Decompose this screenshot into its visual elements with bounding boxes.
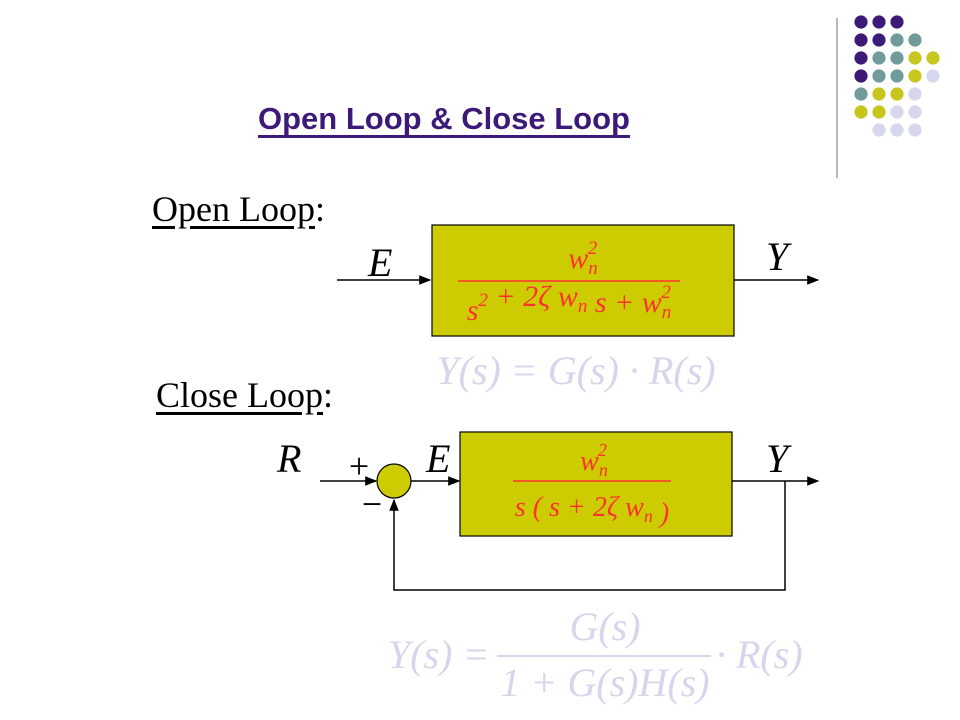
close-loop-eq-numerator: G(s) <box>569 604 640 649</box>
close-loop-eq-rhs: · R(s) <box>716 632 803 677</box>
decorative-dot <box>872 105 886 119</box>
close-loop-tf-num-base: w <box>580 446 599 477</box>
close-loop-tf-num-sup: 2 <box>598 440 607 460</box>
close-loop-equation: Y(s) = G(s) 1 + G(s)H(s) · R(s) <box>388 604 803 705</box>
feedback-path <box>389 481 786 591</box>
decorative-dot <box>854 87 868 101</box>
close-loop-tf-den-term: s ( s + 2ζ <box>515 492 625 523</box>
close-loop-label-colon: : <box>323 375 334 415</box>
decorative-dot <box>872 33 886 47</box>
decorative-dot <box>908 87 922 101</box>
close-loop-label: Close Loop: <box>156 374 333 416</box>
open-loop-tf-den-subscript: n <box>662 302 672 323</box>
open-loop-tf-num-sup: 2 <box>588 238 598 259</box>
decorative-dot <box>854 69 868 83</box>
decorative-dot <box>854 33 868 47</box>
close-loop-reference-label: R <box>276 436 301 481</box>
open-loop-label-colon: : <box>314 189 325 229</box>
decorative-dot <box>872 87 886 101</box>
close-loop-eq-denominator: 1 + G(s)H(s) <box>500 660 709 705</box>
close-loop-tf-num-sub: n <box>599 460 608 480</box>
decorative-dot <box>854 105 868 119</box>
open-loop-label-text: Open Loop <box>152 189 315 229</box>
open-loop-label: Open Loop: <box>152 188 325 230</box>
decorative-dot <box>908 69 922 83</box>
open-loop-tf-num-base: w <box>568 242 588 275</box>
close-loop-output-label: Y <box>766 436 792 481</box>
open-loop-tf-den-term: w <box>558 280 578 313</box>
open-loop-tf-den-term: s + <box>587 286 641 319</box>
decorative-dot <box>890 69 904 83</box>
open-loop-output-label: Y <box>766 234 792 279</box>
decorative-dot <box>908 33 922 47</box>
close-loop-eq-lhs: Y(s) = <box>388 632 489 677</box>
decorative-dot <box>890 33 904 47</box>
decorative-dot <box>926 69 940 83</box>
open-loop-tf-den-subscript: n <box>578 296 588 317</box>
open-loop-tf-den-term: s <box>467 294 479 327</box>
open-loop-tf-num-sub: n <box>588 258 598 279</box>
decorative-dot <box>908 51 922 65</box>
decorative-dot <box>908 123 922 137</box>
summing-minus-sign: − <box>362 484 382 524</box>
decorative-dot <box>926 51 940 65</box>
decorative-dot <box>890 105 904 119</box>
decorative-dot <box>854 51 868 65</box>
summing-plus-sign: + <box>349 446 369 486</box>
decorative-dot <box>908 105 922 119</box>
decorative-dot <box>890 123 904 137</box>
close-loop-label-text: Close Loop <box>156 375 323 415</box>
open-loop-tf-den-term: w <box>642 286 662 319</box>
decorative-dot <box>872 51 886 65</box>
open-loop-input-label: E <box>367 240 392 285</box>
decorative-dot <box>890 51 904 65</box>
close-loop-transfer-block <box>459 431 733 537</box>
open-loop-tf-den-superscript: 2 <box>478 290 488 311</box>
open-loop-tf-numerator: wn2 <box>568 238 598 279</box>
decorative-dot <box>890 87 904 101</box>
decorative-dot <box>872 69 886 83</box>
close-loop-transfer-function: wn2 s ( s + 2ζ wn ) <box>513 440 671 529</box>
decorative-dot <box>854 15 868 29</box>
close-loop-tf-denominator: s ( s + 2ζ wn ) <box>515 492 669 529</box>
decorative-dot <box>872 15 886 29</box>
open-loop-tf-den-superscript: 2 <box>661 282 671 303</box>
decorative-dot <box>890 15 904 29</box>
decorative-dot <box>872 123 886 137</box>
open-loop-equation: Y(s) = G(s) · R(s) <box>436 348 715 393</box>
page-title: Open Loop & Close Loop <box>258 101 630 136</box>
open-loop-tf-den-term: + 2ζ <box>488 280 558 313</box>
close-loop-tf-den-subscript: n <box>644 506 653 526</box>
close-loop-tf-den-term: w <box>625 492 644 523</box>
open-loop-transfer-function: wn2 s2 + 2ζ wn s + wn2 <box>458 238 680 327</box>
close-loop-tf-den-term: ) <box>653 498 669 529</box>
close-loop-error-label: E <box>425 436 450 481</box>
open-loop-tf-denominator: s2 + 2ζ wn s + wn2 <box>467 280 672 327</box>
close-loop-tf-numerator: wn2 <box>580 440 608 480</box>
